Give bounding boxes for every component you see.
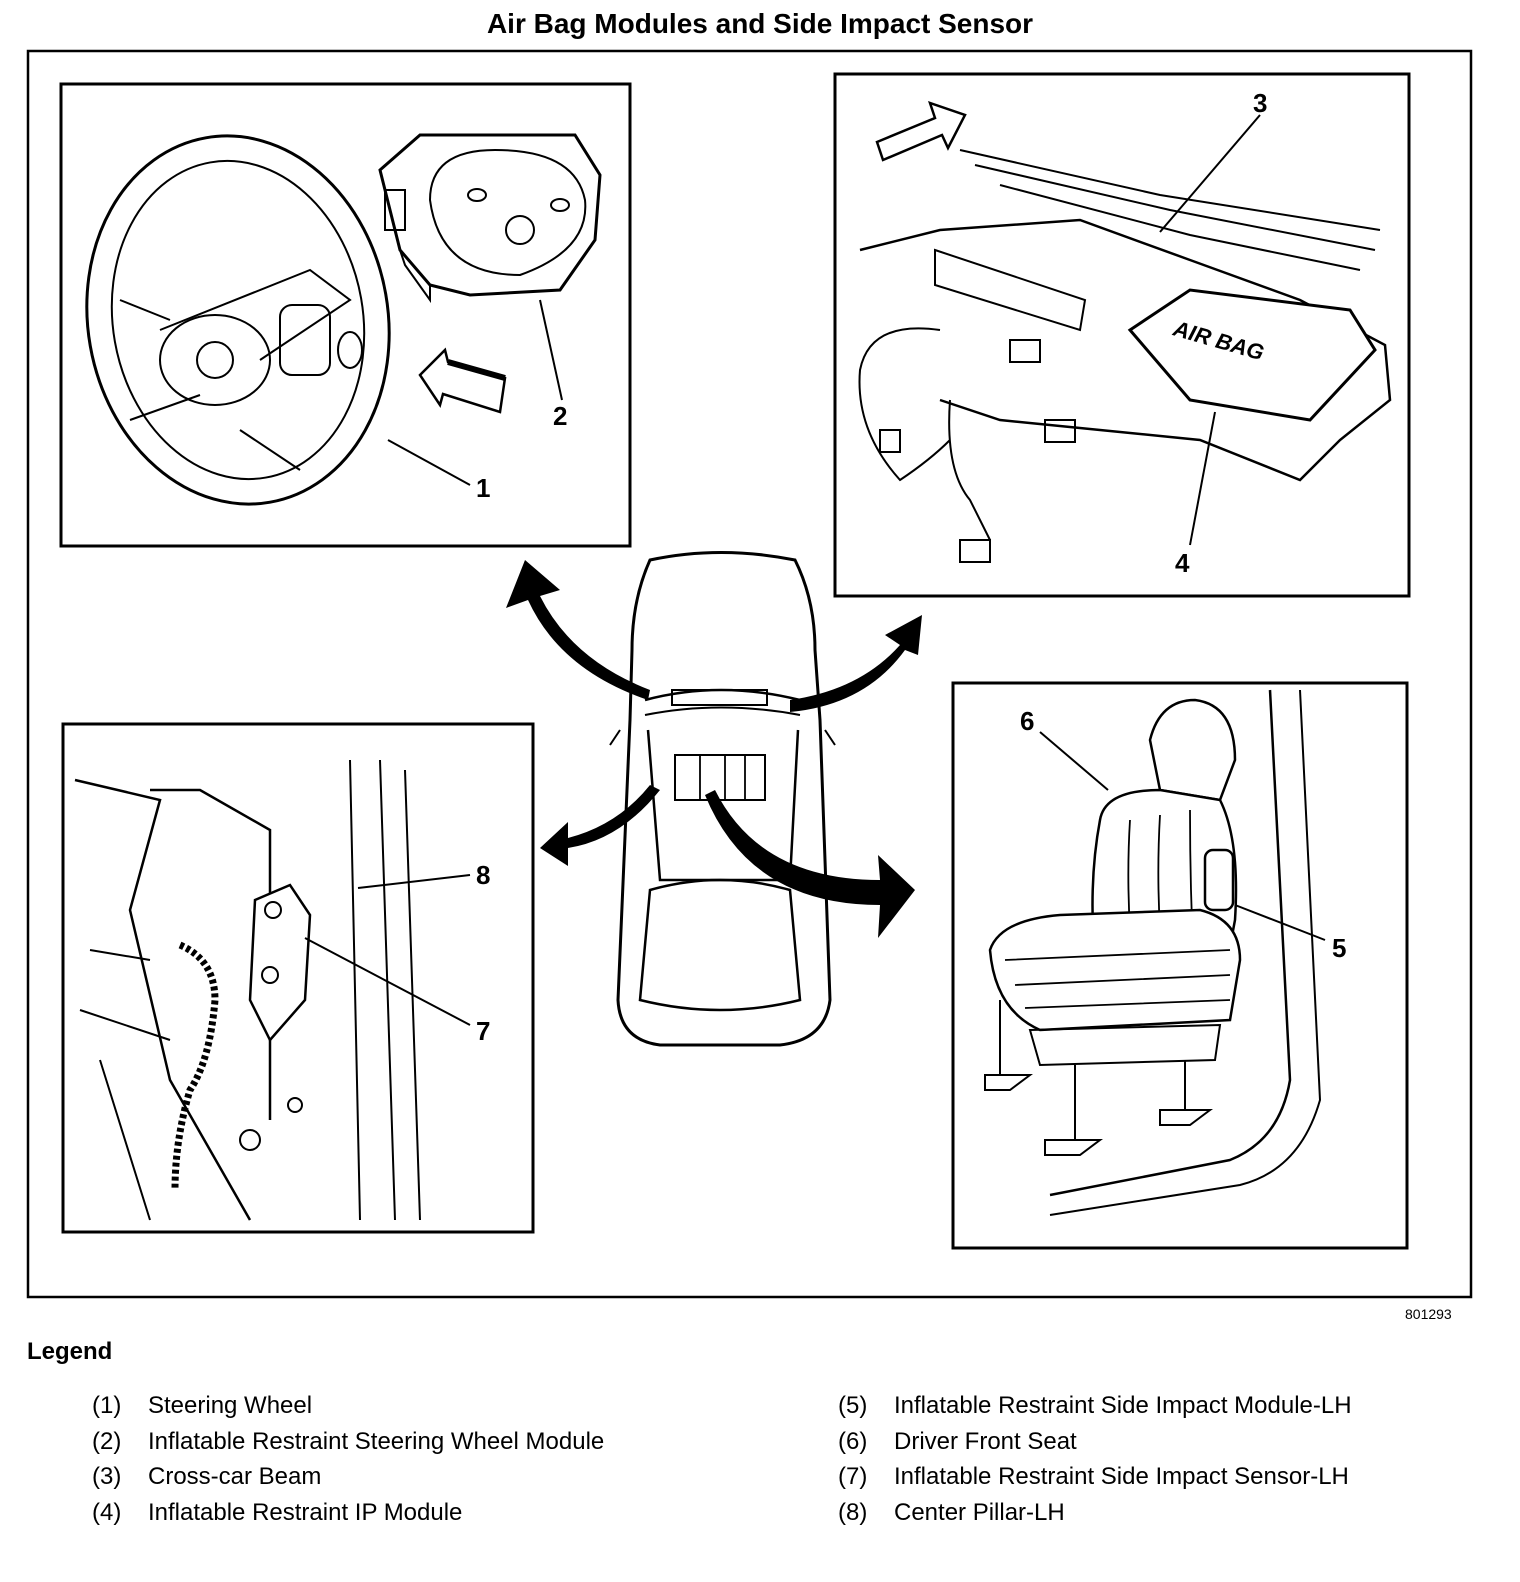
legend-item: (8) Center Pillar-LH	[838, 1499, 1520, 1535]
legend-label: Inflatable Restraint Side Impact Module-…	[894, 1392, 1352, 1419]
legend-number: (3)	[92, 1463, 122, 1490]
diagram-title: Air Bag Modules and Side Impact Sensor	[486, 8, 1034, 39]
legend-number: (2)	[92, 1427, 122, 1455]
panel-instrument-panel: AIR BAG 3 4	[833, 72, 1411, 598]
legend-label: Inflatable Restraint Side Impact Sensor-…	[894, 1463, 1349, 1490]
callout-1: 1	[476, 473, 490, 503]
figure-number: 801293	[1405, 1306, 1452, 1322]
panel-side-impact-sensor: 8 7	[61, 722, 535, 1234]
legend-number: (6)	[838, 1427, 868, 1455]
legend-label: Inflatable Restraint IP Module	[148, 1498, 463, 1526]
vehicle-top-view	[609, 551, 836, 1047]
pointer-arrows	[506, 560, 922, 938]
legend-label: Cross-car Beam	[148, 1463, 322, 1490]
outer-frame	[26, 49, 1473, 1299]
legend-item: (2) Inflatable Restraint Steering Wheel M…	[92, 1428, 792, 1464]
legend-left-column: (1) Steering Wheel (2) Inflatable Restrain…	[92, 1392, 792, 1534]
legend-label: Inflatable Restraint Steering Wheel Modu…	[148, 1427, 605, 1455]
callout-7: 7	[476, 1016, 490, 1046]
callout-3: 3	[1253, 88, 1267, 118]
panel-steering-wheel: 1 2	[59, 82, 632, 548]
legend-item: (5) Inflatable Restraint Side Impact Modu…	[838, 1392, 1520, 1428]
legend-item: (7) Inflatable Restraint Side Impact Sens…	[838, 1463, 1520, 1499]
legend-number: (1)	[92, 1392, 122, 1419]
legend-number: (8)	[838, 1498, 868, 1526]
steering-wheel-rim	[85, 134, 391, 506]
callout-6: 6	[1020, 706, 1034, 736]
legend-label: Steering Wheel	[148, 1392, 313, 1419]
callout-8: 8	[476, 860, 490, 890]
legend-number: (7)	[838, 1463, 868, 1490]
legend-number: (4)	[92, 1498, 122, 1526]
legend-item: (4) Inflatable Restraint IP Module	[92, 1499, 792, 1535]
legend-item: (3) Cross-car Beam	[92, 1463, 792, 1499]
legend-item: (1) Steering Wheel	[92, 1392, 792, 1428]
legend-label: Center Pillar-LH	[894, 1498, 1065, 1526]
ip-airbag-module	[1127, 288, 1377, 422]
side-impact-sensor	[248, 883, 312, 1043]
steering-wheel-module	[378, 133, 602, 304]
seat-cushion	[988, 908, 1242, 1032]
callout-2: 2	[553, 401, 567, 431]
legend-item: (6) Driver Front Seat	[838, 1428, 1520, 1464]
legend-label: Driver Front Seat	[894, 1427, 1077, 1455]
diagram-illustration: 1 2 AIR BAG 3 4	[26, 49, 1473, 1299]
legend-number: (5)	[838, 1392, 868, 1419]
callout-5: 5	[1332, 933, 1346, 963]
callout-4: 4	[1175, 548, 1190, 578]
panel-driver-seat: 6 5	[951, 681, 1409, 1250]
legend-right-column: (5) Inflatable Restraint Side Impact Modu…	[838, 1392, 1520, 1534]
side-impact-module	[1203, 848, 1235, 912]
legend-title: Legend	[27, 1338, 113, 1365]
